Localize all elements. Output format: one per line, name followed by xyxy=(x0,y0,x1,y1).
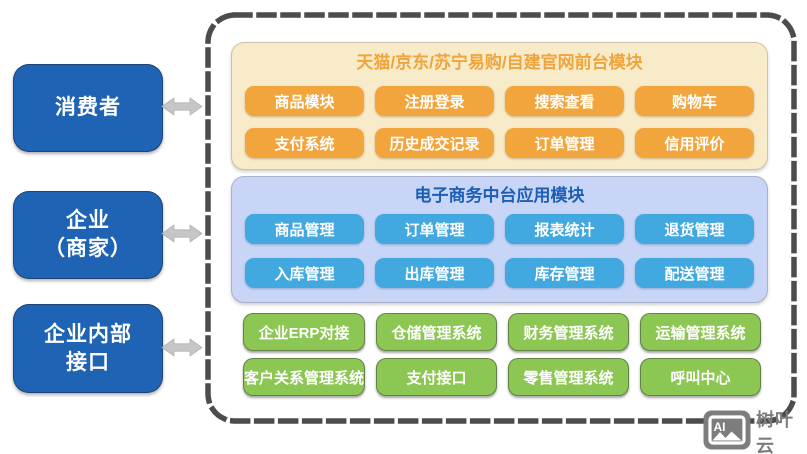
ai-image-logo-icon: AI xyxy=(703,410,751,454)
module-item: 支付接口 xyxy=(376,358,497,396)
module-item: 呼叫中心 xyxy=(640,358,761,396)
svg-text:AI: AI xyxy=(714,420,726,434)
module-item: 历史成交记录 xyxy=(375,128,494,158)
module-item: 注册登录 xyxy=(375,86,494,116)
panel-middle-office: 电子商务中台应用模块 商品管理 订单管理 报表统计 退货管理 入库管理 出库管理… xyxy=(231,176,768,303)
actor-label-line1: 企业内部 xyxy=(44,322,132,346)
module-item: 仓储管理系统 xyxy=(376,313,497,351)
dashed-container-border xyxy=(204,11,798,425)
panel-middle-grid: 商品管理 订单管理 报表统计 退货管理 入库管理 出库管理 库存管理 配送管理 xyxy=(245,214,754,288)
double-arrow-icon xyxy=(161,96,203,117)
actor-label: 消费者 xyxy=(55,96,121,119)
backend-systems-grid: 企业ERP对接 仓储管理系统 财务管理系统 运输管理系统 客户关系管理系统 支付… xyxy=(243,313,761,396)
module-item: 财务管理系统 xyxy=(508,313,629,351)
module-item: 退货管理 xyxy=(635,214,754,244)
actor-label-line1: 企业 xyxy=(66,209,110,232)
actor-box-consumer: 消费者 xyxy=(13,64,163,152)
module-item: 配送管理 xyxy=(635,258,754,288)
module-item: 零售管理系统 xyxy=(508,358,629,396)
module-item: 报表统计 xyxy=(505,214,624,244)
double-arrow-icon xyxy=(161,223,203,244)
panel-middle-title: 电子商务中台应用模块 xyxy=(414,186,585,205)
module-item: 订单管理 xyxy=(375,214,494,244)
module-item: 出库管理 xyxy=(375,258,494,288)
module-item: 商品管理 xyxy=(245,214,364,244)
module-item: 客户关系管理系统 xyxy=(243,358,366,396)
module-item: 入库管理 xyxy=(245,258,364,288)
panel-front-title: 天猫/京东/苏宁易购/自建官网前台模块 xyxy=(356,53,643,72)
double-arrow-icon xyxy=(161,337,203,358)
module-item: 运输管理系统 xyxy=(640,313,761,351)
panel-front-grid: 商品模块 注册登录 搜索查看 购物车 支付系统 历史成交记录 订单管理 信用评价 xyxy=(245,86,754,158)
panel-front-office: 天猫/京东/苏宁易购/自建官网前台模块 商品模块 注册登录 搜索查看 购物车 支… xyxy=(231,42,768,170)
watermark-label: 树叶云 xyxy=(756,410,794,454)
module-item: 支付系统 xyxy=(245,128,364,158)
module-item: 订单管理 xyxy=(505,128,624,158)
module-item: 购物车 xyxy=(635,86,754,116)
actor-label-line2: （商家） xyxy=(44,237,132,260)
module-item: 搜索查看 xyxy=(505,86,624,116)
module-item: 商品模块 xyxy=(245,86,364,116)
actor-box-internal-interface: 企业内部 接口 xyxy=(13,304,163,393)
watermark: AI 树叶云 xyxy=(703,406,807,454)
actor-label-line2: 接口 xyxy=(66,350,110,374)
module-item: 企业ERP对接 xyxy=(243,313,366,351)
actor-box-enterprise: 企业 （商家） xyxy=(13,191,163,279)
module-item: 库存管理 xyxy=(505,258,624,288)
module-item: 信用评价 xyxy=(635,128,754,158)
